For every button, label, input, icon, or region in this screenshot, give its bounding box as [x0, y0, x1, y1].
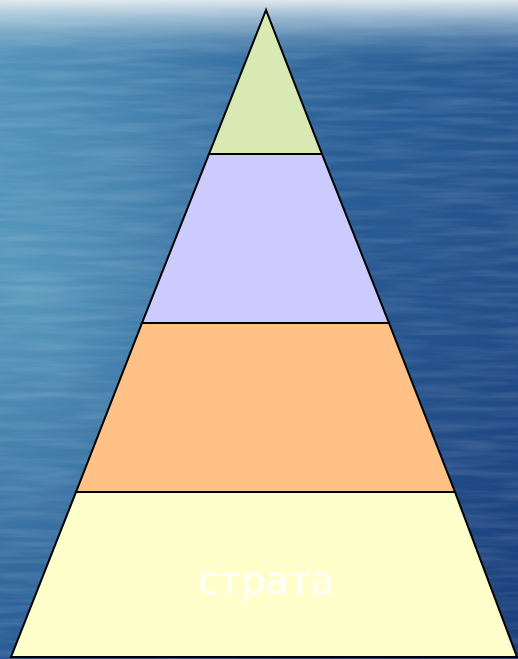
pyramid-layer-top — [209, 10, 322, 154]
strata-label: страта — [198, 559, 334, 603]
pyramid-layer-upper-middle — [142, 154, 389, 323]
pyramid-layer-lower-middle — [76, 323, 455, 492]
